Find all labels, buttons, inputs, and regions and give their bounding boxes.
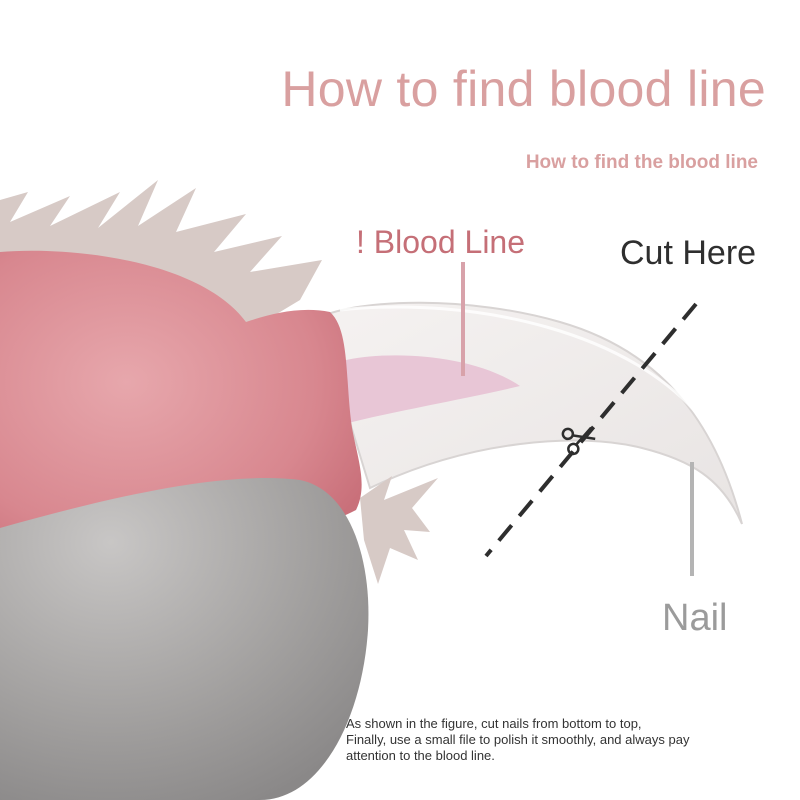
instruction-caption: As shown in the figure, cut nails from b… — [346, 716, 736, 764]
nail-edge-highlight — [339, 305, 712, 431]
page-subtitle: How to find the blood line — [525, 152, 758, 173]
page-title: How to find blood line — [281, 61, 766, 117]
cut-here-label: Cut Here — [620, 234, 757, 272]
fur-front — [360, 476, 438, 584]
blood-line-label: ! Blood Line — [356, 224, 526, 260]
caption-line-2: Finally, use a small file to polish it s… — [346, 732, 690, 763]
caption-line-1: As shown in the figure, cut nails from b… — [346, 716, 642, 731]
paw-pad-gray — [0, 478, 369, 800]
scissors-icon — [561, 426, 596, 456]
toe-pink — [0, 250, 362, 543]
cut-line — [484, 302, 698, 558]
nail-label: Nail — [662, 597, 728, 639]
quick-area — [338, 355, 520, 424]
